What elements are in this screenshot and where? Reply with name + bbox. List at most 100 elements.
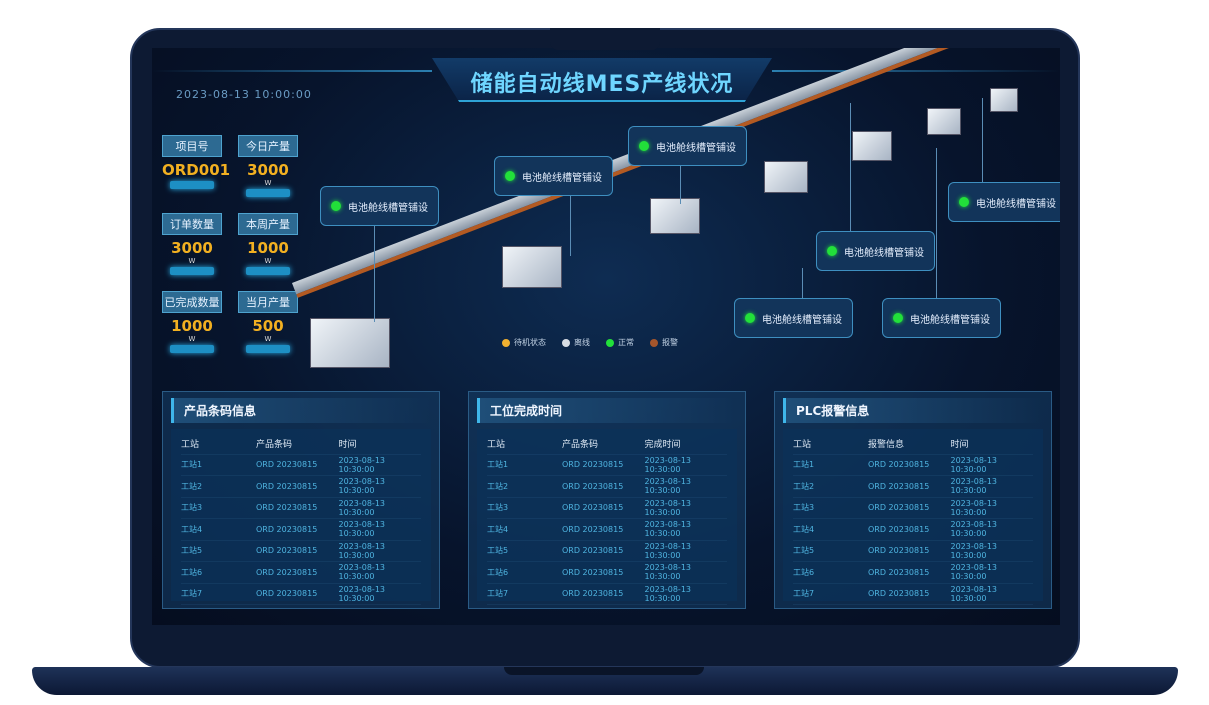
station-callout[interactable]: 电池舱线槽管铺设	[734, 298, 853, 338]
status-dot-icon	[639, 141, 649, 151]
table-cell: ORD 20230815	[256, 481, 318, 491]
status-dot-icon	[893, 313, 903, 323]
table-cell: 工站3	[793, 503, 815, 513]
table-cell: 2023-08-13 10:30:00	[950, 498, 998, 517]
status-dot-icon	[827, 246, 837, 256]
kpi-label: 订单数量	[162, 213, 222, 235]
connector-line	[850, 103, 851, 231]
table-cell: 2023-08-13 10:30:00	[338, 520, 386, 539]
connector-line	[802, 268, 803, 298]
table-cell: ORD 20230815	[256, 567, 318, 577]
status-dot-icon	[959, 197, 969, 207]
column-header: 工站	[793, 439, 812, 450]
battery-cabinet	[852, 131, 892, 161]
table-cell: ORD 20230815	[256, 460, 318, 470]
connector-line	[570, 196, 571, 256]
station-callout[interactable]: 电池舱线槽管铺设	[816, 231, 935, 271]
legend-item: 离线	[562, 337, 590, 348]
table-cell: 2023-08-13 10:30:00	[644, 477, 692, 496]
header-line-right	[772, 70, 1060, 72]
kpi-pedestal	[246, 345, 290, 353]
station-label: 电池舱线槽管铺设	[844, 247, 924, 259]
table-cell: 2023-08-13 10:30:00	[338, 455, 386, 474]
station-callout[interactable]: 电池舱线槽管铺设	[882, 298, 1001, 338]
legend-item: 正常	[606, 337, 634, 348]
kpi-label: 当月产量	[238, 291, 298, 313]
legend-label: 报警	[662, 338, 678, 347]
table-cell: 2023-08-13 10:30:00	[950, 520, 998, 539]
table-cell: ORD 20230815	[868, 567, 930, 577]
kpi-pedestal	[170, 267, 214, 275]
battery-cabinet	[650, 198, 700, 234]
panel-title: 工位完成时间	[477, 398, 737, 423]
table-cell: 2023-08-13 10:30:00	[644, 584, 692, 603]
table-cell: 工站2	[793, 481, 815, 491]
legend-dot-icon	[562, 338, 570, 347]
column-header: 工站	[181, 439, 200, 450]
table-cell: 工站3	[181, 503, 203, 513]
table-cell: 工站1	[181, 460, 203, 470]
table-cell: 工站7	[487, 589, 509, 599]
kpi-label: 本周产量	[238, 213, 298, 235]
table-cell: 工站7	[793, 589, 815, 599]
table-row[interactable]: 工站1 ORD 20230815 2023-08-13 10:30:00	[181, 455, 421, 476]
kpi-value: 1000	[171, 317, 213, 335]
table-cell: 工站4	[487, 524, 509, 534]
table-cell: 2023-08-13 10:30:00	[644, 498, 692, 517]
column-header: 完成时间	[644, 439, 681, 450]
kpi-pedestal	[246, 189, 290, 197]
station-label: 电池舱线槽管铺设	[976, 198, 1056, 210]
panel-title: PLC报警信息	[783, 398, 1043, 423]
kpi-label: 项目号	[162, 135, 222, 157]
kpi-unit: W	[264, 335, 272, 343]
station-callout[interactable]: 电池舱线槽管铺设	[320, 186, 439, 226]
panel-title: 产品条码信息	[171, 398, 431, 423]
legend-dot-icon	[606, 338, 614, 347]
column-header: 时间	[950, 439, 969, 450]
station-callout[interactable]: 电池舱线槽管铺设	[628, 126, 747, 166]
status-dot-icon	[505, 171, 515, 181]
table-cell: 工站6	[181, 567, 203, 577]
table-header: 工站报警信息时间	[793, 433, 1033, 455]
table-cell: 2023-08-13 10:30:00	[338, 498, 386, 517]
table-cell: 工站7	[181, 589, 203, 599]
station-label: 电池舱线槽管铺设	[348, 202, 428, 214]
legend-label: 正常	[618, 338, 634, 347]
table-cell: ORD 20230815	[256, 546, 318, 556]
legend-dot-icon	[502, 338, 510, 347]
connector-line	[982, 98, 983, 182]
camera-notch	[550, 28, 660, 50]
table-cell: 工站4	[793, 524, 815, 534]
kpi-value: 1000	[247, 239, 289, 257]
station-callout[interactable]: 电池舱线槽管铺设	[948, 182, 1060, 222]
station-callout[interactable]: 电池舱线槽管铺设	[494, 156, 613, 196]
table-cell: ORD 20230815	[562, 567, 624, 577]
